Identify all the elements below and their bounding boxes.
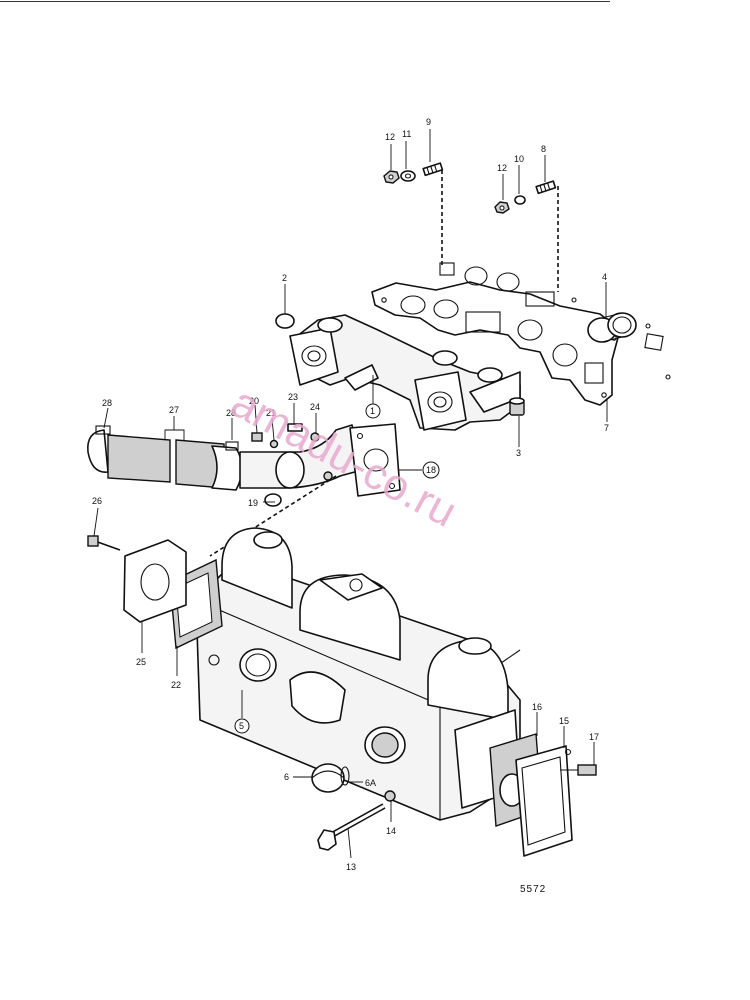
label-21: 21 — [266, 408, 276, 418]
label-28-b: 28 — [226, 408, 236, 418]
plug-6 — [311, 763, 350, 793]
label-15: 15 — [559, 716, 569, 726]
o-ring-2 — [275, 313, 295, 329]
sleeve-4 — [587, 312, 637, 343]
label-12-a: 12 — [385, 132, 395, 142]
label-18: 18 — [426, 465, 436, 475]
hose-assembly — [87, 423, 401, 557]
label-10: 10 — [514, 154, 524, 164]
bolt-13 — [317, 790, 396, 851]
label-1: 1 — [370, 406, 375, 416]
label-5: 5 — [239, 721, 244, 731]
label-4: 4 — [602, 272, 607, 282]
washer-11 — [400, 170, 416, 182]
label-11: 11 — [402, 129, 411, 139]
callout-labels: 12 11 9 12 10 8 2 4 3 7 1 28 27 28 20 21… — [92, 117, 609, 872]
label-28-a: 28 — [102, 398, 112, 408]
label-24: 24 — [310, 402, 320, 412]
label-3: 3 — [516, 448, 521, 458]
label-27: 27 — [169, 405, 179, 415]
label-14: 14 — [386, 826, 396, 836]
stud-9 — [422, 162, 444, 177]
figure-number: 5572 — [520, 884, 546, 895]
label-2: 2 — [282, 273, 287, 283]
stud-8 — [535, 180, 557, 195]
label-19: 19 — [248, 498, 258, 508]
label-13: 13 — [346, 862, 356, 872]
label-9: 9 — [426, 117, 431, 127]
left-cover-group — [87, 535, 223, 650]
label-7: 7 — [604, 423, 609, 433]
label-20: 20 — [249, 396, 259, 406]
right-cover-group — [489, 733, 597, 857]
plug-3 — [509, 397, 525, 416]
label-23: 23 — [288, 392, 298, 402]
label-22: 22 — [171, 680, 181, 690]
label-8: 8 — [541, 144, 546, 154]
gasket-7 — [371, 262, 671, 406]
label-16: 16 — [532, 702, 542, 712]
upper-fasteners — [383, 162, 559, 292]
label-6: 6 — [284, 772, 289, 782]
label-25: 25 — [136, 657, 146, 667]
label-6a: 6A — [365, 778, 376, 788]
label-17: 17 — [589, 732, 599, 742]
main-housing-5 — [195, 527, 521, 821]
washer-10 — [514, 195, 526, 205]
label-26: 26 — [92, 496, 102, 506]
label-12-b: 12 — [497, 163, 507, 173]
